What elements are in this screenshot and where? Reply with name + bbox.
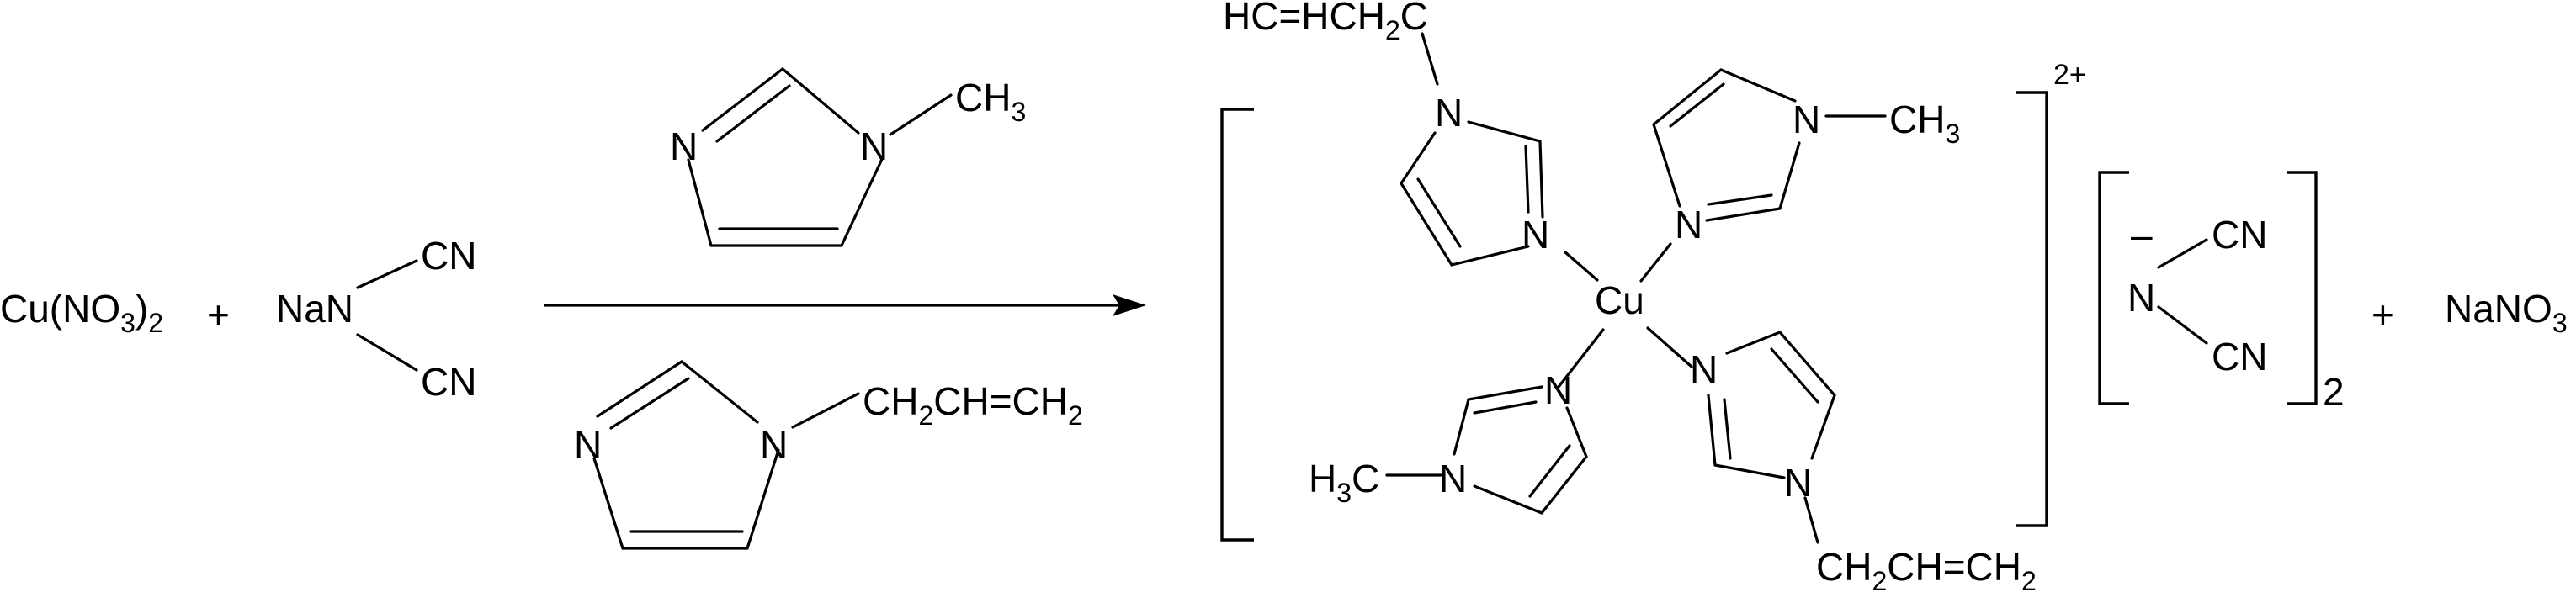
svg-text:CH3: CH3 xyxy=(955,76,1026,127)
complex-bracket-left xyxy=(1220,108,1254,542)
methylimidazole-n3: N xyxy=(670,124,698,168)
sodium-dicyanamide: NaN CN CN xyxy=(276,234,476,404)
methylimidazole-n1: N xyxy=(860,124,888,168)
ur-methyl: CH xyxy=(1889,98,1945,141)
lr-allyl-sub1: 2 xyxy=(1872,566,1887,596)
ul-ligand-n1: N xyxy=(1435,91,1463,135)
svg-text:H3C: H3C xyxy=(1309,457,1379,508)
ur-ligand-n3: N xyxy=(1675,203,1702,246)
lr-ligand-n3: N xyxy=(1690,347,1718,391)
plus-sign-1: + xyxy=(207,293,230,336)
ur-ligand-n1: N xyxy=(1793,98,1820,141)
svg-text:CH2CH=CH2: CH2CH=CH2 xyxy=(863,379,1083,431)
sodium-dicyanamide-cn-top: CN xyxy=(421,234,476,278)
allyl-ch: CH xyxy=(863,379,918,423)
lr-allyl-chch: CH=CH xyxy=(1887,545,2021,589)
copper-nitrate-paren: ) xyxy=(135,287,148,331)
plus-sign-2: + xyxy=(2372,293,2394,336)
methylimidazole-methyl: CH xyxy=(955,76,1011,119)
methylimidazole-reagent: N N CH3 xyxy=(670,67,1026,247)
dicyanamide-cn-top: CN xyxy=(2212,213,2267,257)
complex-bracket-right xyxy=(2016,91,2048,527)
lr-allyl-ch: CH xyxy=(1816,545,1872,589)
ul-allyl-p1: HC=HCH xyxy=(1223,0,1385,38)
counterion-count: 2 xyxy=(2323,370,2345,414)
svg-text:HC=HCH2C: HC=HCH2C xyxy=(1223,0,1428,45)
ll-methyl-sub: 3 xyxy=(1336,478,1352,508)
ll-methyl-c: C xyxy=(1352,457,1379,500)
counterion-bracket-left xyxy=(2098,171,2129,405)
ll-ligand-n3: N xyxy=(1544,368,1572,412)
svg-text:CH2CH=CH2: CH2CH=CH2 xyxy=(1816,545,2037,596)
svg-text:NaNO3: NaNO3 xyxy=(2445,287,2568,338)
ligand-lower-left-methyl: N N H3C xyxy=(1309,368,1588,515)
dicyanamide-charge: – xyxy=(2131,213,2153,257)
svg-text:CH3: CH3 xyxy=(1889,98,1960,149)
dicyanamide-anion: – N CN CN xyxy=(2127,213,2267,378)
svg-text:Cu(NO3)2: Cu(NO3)2 xyxy=(0,287,163,338)
copper-nitrate-sub2: 2 xyxy=(148,308,163,338)
ll-ligand-n1: N xyxy=(1439,457,1467,500)
allyl-sub1: 2 xyxy=(918,400,933,431)
cu-n-bond-ur xyxy=(1639,242,1672,283)
allylimidazole-n1: N xyxy=(760,423,788,467)
ligand-upper-right-methyl: N N CH3 xyxy=(1652,68,1960,246)
lr-allyl-sub2: 2 xyxy=(2021,566,2037,596)
dca-bond-bottom xyxy=(356,333,418,372)
allyl-sub2: 2 xyxy=(1068,400,1083,431)
sodium-nitrate-sub: 3 xyxy=(2552,308,2568,338)
cu-n-bond-ul xyxy=(1564,251,1599,282)
cu-n-bond-ll xyxy=(1557,328,1605,389)
ul-allyl-p2: C xyxy=(1400,0,1428,38)
ligand-lower-right-allyl: N N CH2CH=CH2 xyxy=(1690,331,2037,596)
ligand-upper-left-allyl: N N HC=HCH2C xyxy=(1223,0,1549,267)
reaction-arrow-head xyxy=(1113,294,1146,316)
ll-methyl-h: H xyxy=(1309,457,1336,500)
lr-ligand-n1: N xyxy=(1784,461,1812,505)
allylimidazole-reagent: N N CH2CH=CH2 xyxy=(574,360,1083,550)
dicyanamide-n: N xyxy=(2127,276,2155,320)
dca-bond-top xyxy=(356,259,418,289)
sodium-dicyanamide-cn-bottom: CN xyxy=(421,360,476,404)
copper-nitrate: Cu(NO3)2 xyxy=(0,287,163,338)
ul-ligand-n3: N xyxy=(1522,213,1549,257)
sodium-dicyanamide-nan: NaN xyxy=(276,287,353,331)
cu-n-bond-lr xyxy=(1646,326,1693,368)
copper-nitrate-sub3: 3 xyxy=(120,308,135,338)
sodium-nitrate: NaNO xyxy=(2445,287,2552,331)
copper-center: Cu xyxy=(1595,278,1644,322)
methylimidazole-methyl-sub: 3 xyxy=(1011,97,1026,127)
copper-nitrate-base: Cu(NO xyxy=(0,287,120,331)
counterion-bracket-right xyxy=(2287,171,2318,405)
complex-charge: 2+ xyxy=(2053,59,2086,91)
dicyanamide-cn-bottom: CN xyxy=(2212,335,2267,378)
allyl-chch: CH=CH xyxy=(933,379,1068,423)
ur-methyl-sub: 3 xyxy=(1945,119,1960,149)
ul-allyl-sub: 2 xyxy=(1385,15,1400,45)
allylimidazole-n3: N xyxy=(574,423,602,467)
